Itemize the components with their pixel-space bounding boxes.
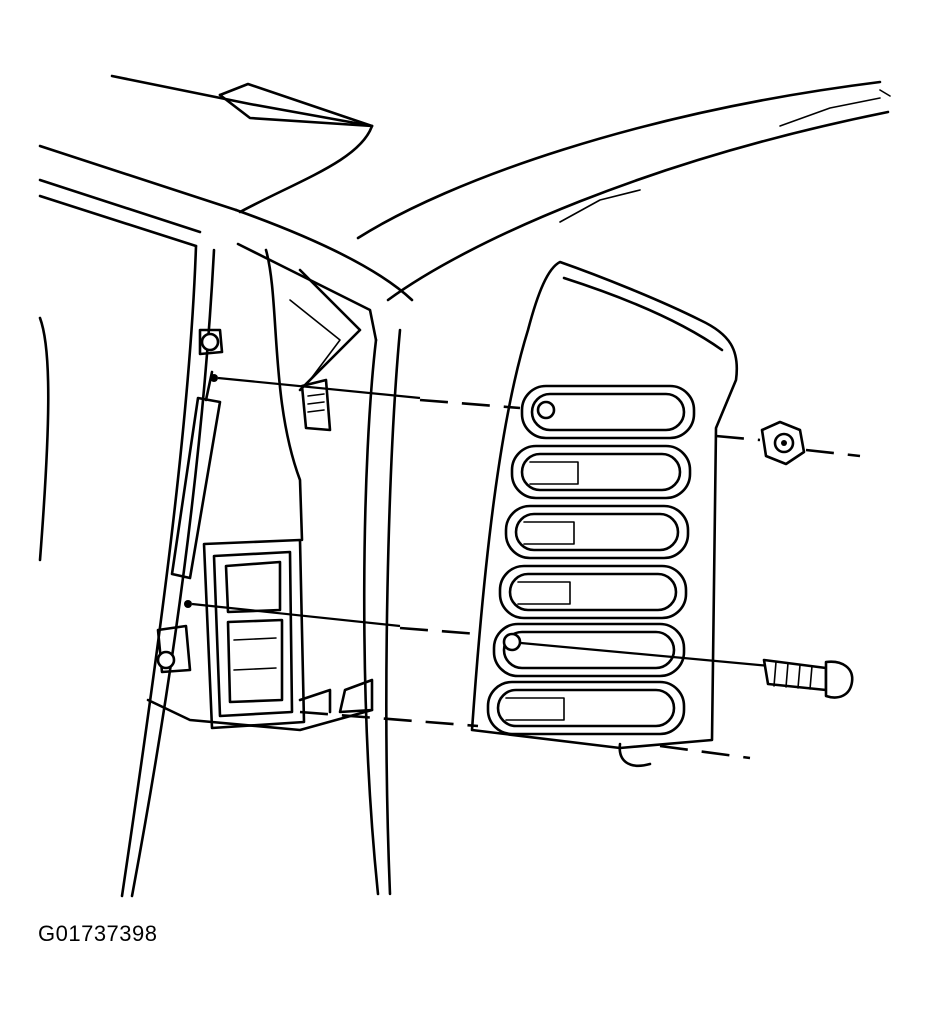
body-mounting-stud xyxy=(300,378,332,432)
alignment-leader-lines xyxy=(184,374,861,760)
tail-lamp-assembly xyxy=(470,260,739,767)
figure-id-label: G01737398 xyxy=(38,921,158,946)
lamp-lens-segment xyxy=(520,384,696,440)
hex-nut xyxy=(760,420,806,466)
lamp-lens-segment xyxy=(492,622,686,678)
lamp-lens-segment xyxy=(510,444,692,500)
lamp-lens-segment xyxy=(504,504,690,560)
rear-door-frame xyxy=(38,144,414,898)
lamp-lens-segment xyxy=(486,680,686,736)
lamp-housing-cavity xyxy=(156,538,306,730)
quarter-panel-opening xyxy=(146,242,402,896)
mounting-screw xyxy=(762,658,854,699)
lamp-lens-segment xyxy=(498,564,688,620)
roof-panel xyxy=(110,74,891,302)
